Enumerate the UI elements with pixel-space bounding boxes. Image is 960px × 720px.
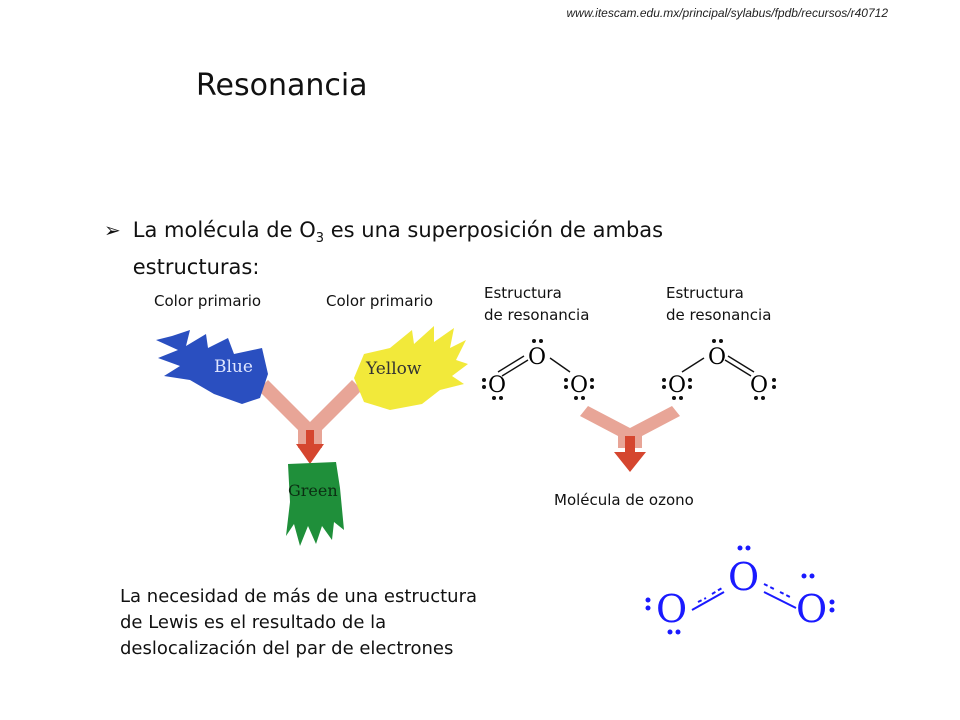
- blue-blob: Blue: [156, 330, 268, 404]
- hybrid-right-oxygen: O: [796, 587, 827, 631]
- hybrid-left-oxygen: O: [656, 587, 687, 631]
- blue-label: Blue: [214, 357, 253, 377]
- label-resonance-right-line1: Estructura: [666, 284, 744, 302]
- bullet-subscript: 3: [315, 231, 325, 247]
- hybrid-bonds: [691, 583, 797, 611]
- explanation-line-1: La necesidad de más de una estructura: [120, 586, 478, 607]
- ozone-caption: Molécula de ozono: [554, 491, 694, 509]
- label-primary-color-left: Color primario: [154, 292, 262, 310]
- label-resonance-left: Estructura de resonancia: [484, 282, 589, 326]
- resonance-structure-right: O O O: [662, 339, 776, 400]
- central-oxygen-atom-left: O: [528, 345, 546, 370]
- hybrid-central-oxygen: O: [728, 555, 759, 599]
- explanation-line-2: de Lewis es el resultado de la: [120, 612, 387, 633]
- explanation-line-3: deslocalización del par de electrones: [120, 638, 454, 659]
- left-oxygen-atom-right: O: [668, 373, 686, 398]
- bullet-text-suffix: es una superposición de ambas estructura…: [132, 218, 664, 280]
- ozone-merge-arrow-head: [614, 436, 646, 472]
- right-oxygen-atom-left: O: [570, 373, 588, 398]
- label-primary-color-right: Color primario: [326, 292, 434, 310]
- green-label: Green: [288, 481, 338, 500]
- bullet-text: La molécula de O3 es una superposición d…: [133, 216, 773, 281]
- resonance-structure-left: O O O: [482, 339, 594, 400]
- yellow-blob: Yellow: [354, 326, 468, 410]
- explanation-paragraph: La necesidad de más de una estructura de…: [120, 584, 590, 662]
- bullet-text-prefix: La molécula de O: [132, 218, 316, 242]
- central-oxygen-atom-right: O: [708, 345, 726, 370]
- source-url: www.itescam.edu.mx/principal/sylabus/fpd…: [566, 6, 888, 20]
- label-resonance-right-line2: de resonancia: [666, 306, 772, 324]
- green-blob: Green: [286, 462, 344, 546]
- ozone-merge-arrow-shape: [580, 406, 680, 448]
- slide-title: Resonancia: [196, 68, 368, 103]
- merge-arrow-head: [296, 430, 324, 464]
- left-oxygen-atom-left: O: [488, 373, 506, 398]
- bullet-arrow-icon: ➢: [104, 218, 121, 242]
- label-resonance-right: Estructura de resonancia: [666, 282, 771, 326]
- label-resonance-left-line2: de resonancia: [484, 306, 590, 324]
- resonance-hybrid-figure: O O O: [645, 545, 835, 635]
- merge-arrow-shape: [258, 380, 362, 448]
- color-analogy-figure: Blue Yellow Green: [156, 326, 468, 546]
- yellow-label: Yellow: [365, 359, 422, 379]
- ozone-resonance-figure: O O O O O O: [482, 339, 776, 472]
- right-oxygen-atom-right: O: [750, 373, 768, 398]
- label-resonance-left-line1: Estructura: [484, 284, 562, 302]
- bullet-item: ➢ La molécula de O3 es una superposición…: [104, 216, 773, 281]
